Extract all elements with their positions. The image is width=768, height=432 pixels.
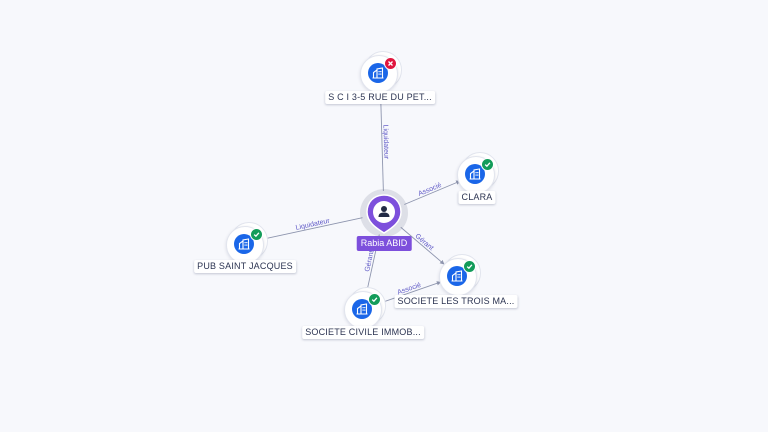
check-icon [368, 293, 381, 306]
person-icon [378, 206, 390, 217]
relation-line [400, 226, 445, 265]
relation-edge-person-pub[interactable]: Liquidateur [262, 217, 363, 241]
close-icon [384, 57, 397, 70]
person-name-label[interactable]: Rabia ABID [356, 236, 412, 251]
relation-label: Liquidateur [295, 218, 331, 232]
company-label-trois[interactable]: SOCIETE LES TROIS MA... [394, 295, 518, 308]
relation-line [404, 180, 461, 205]
company-label-pub[interactable]: PUB SAINT JACQUES [194, 260, 296, 273]
relation-edge-person-clara[interactable]: Associé [404, 180, 461, 205]
relation-label: Gérant [414, 233, 435, 252]
company-label-clara[interactable]: CLARA [458, 191, 496, 204]
company-node-clara[interactable] [455, 152, 499, 196]
building-icon [368, 63, 388, 83]
relation-line [381, 281, 442, 303]
check-icon [481, 158, 494, 171]
company-node-civile[interactable] [342, 287, 386, 331]
relation-label: Liquidateur [381, 124, 389, 159]
building-icon [352, 299, 372, 319]
company-node-sci[interactable] [358, 51, 402, 95]
relation-edge-person-sci[interactable]: Liquidateur [378, 90, 390, 192]
company-node-pub[interactable] [224, 222, 268, 266]
relation-label: Gérant [364, 250, 375, 272]
building-icon [234, 234, 254, 254]
check-icon [463, 260, 476, 273]
check-icon [250, 228, 263, 241]
company-node-trois[interactable] [437, 254, 481, 298]
relation-line [262, 217, 363, 241]
relation-label: Associé [417, 182, 442, 198]
building-icon [447, 266, 467, 286]
building-icon [465, 164, 485, 184]
company-label-civile[interactable]: SOCIETE CIVILE IMMOB... [302, 326, 424, 339]
company-label-sci[interactable]: S C I 3-5 RUE DU PET... [325, 91, 435, 104]
person-node[interactable] [366, 194, 402, 234]
relation-line [378, 90, 384, 192]
